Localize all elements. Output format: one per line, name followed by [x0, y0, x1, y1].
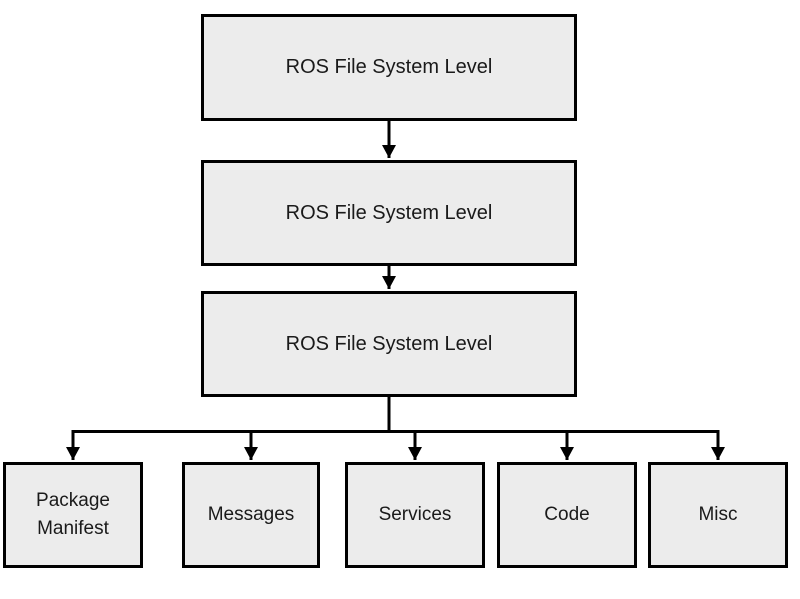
node-label: ROS File System Level	[285, 201, 493, 224]
node-label: ROS File System Level	[285, 332, 493, 355]
node-package-manifest: Package Manifest	[3, 462, 143, 568]
node-services: Services	[345, 462, 485, 568]
node-label: Messages	[207, 504, 295, 526]
node-ros-file-system-level-2: ROS File System Level	[201, 160, 577, 266]
node-ros-file-system-level-1: ROS File System Level	[201, 14, 577, 121]
node-misc: Misc	[648, 462, 788, 568]
node-label: ROS File System Level	[285, 56, 493, 78]
node-code: Code	[497, 462, 637, 568]
node-label: Misc	[698, 504, 738, 526]
node-ros-file-system-level-3: ROS File System Level	[201, 291, 577, 397]
node-label: Code	[544, 504, 590, 526]
node-label: Package Manifest	[36, 490, 110, 539]
node-messages: Messages	[182, 462, 320, 568]
node-label: Services	[378, 504, 452, 526]
